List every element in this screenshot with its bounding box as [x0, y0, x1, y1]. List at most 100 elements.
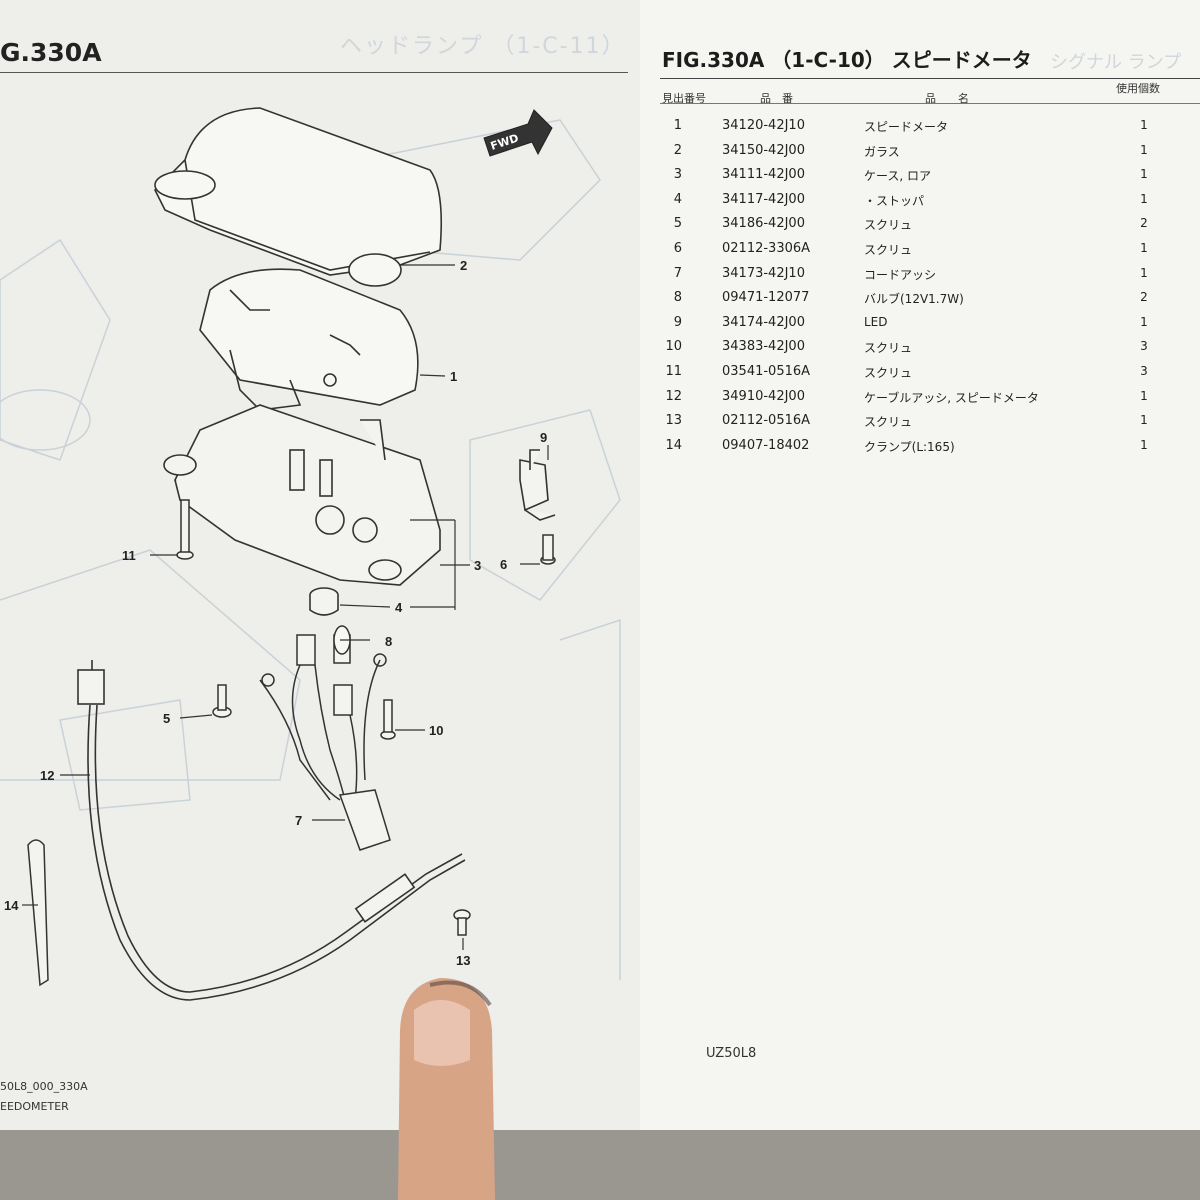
bleed-through-heading: ヘッドランプ （1-C-11） — [340, 34, 626, 59]
row-qty: 1 — [1140, 413, 1148, 427]
manual-page: ヘッドランプ （1-C-11） シグナル ランプ G.330A FIG.330A… — [0, 0, 1200, 1130]
speedometer-exploded-diagram: FWD — [0, 107, 621, 1001]
row-part-no: 09471-12077 — [722, 290, 810, 305]
part-11-screw — [176, 499, 194, 560]
parts-table-area — [640, 0, 1200, 1130]
row-part-name: ケース, ロア — [864, 169, 932, 183]
header-ref-no: 見出番号 — [662, 92, 706, 105]
row-qty: 2 — [1140, 216, 1148, 230]
row-part-name: バルブ(12V1.7W) — [864, 292, 964, 306]
callout-8: 8 — [385, 634, 392, 649]
leader-lines — [22, 264, 549, 950]
callout-6: 6 — [500, 557, 507, 572]
row-ref-no: 10 — [665, 339, 682, 354]
part-12-cable — [77, 660, 466, 1001]
row-part-no: 34186-42J00 — [722, 216, 805, 231]
row-ref-no: 7 — [673, 266, 682, 281]
callout-11: 11 — [122, 548, 136, 563]
row-qty: 1 — [1140, 192, 1148, 206]
callout-10: 10 — [429, 723, 443, 738]
row-part-name: LED — [864, 315, 888, 329]
callout-2: 2 — [460, 258, 467, 273]
row-part-no: 34117-42J00 — [722, 192, 805, 207]
model-code: UZ50L8 — [706, 1046, 757, 1061]
row-part-name: ・ストッパ — [864, 194, 925, 208]
header-rule — [660, 103, 1200, 104]
callout-9: 9 — [540, 430, 547, 445]
callout-3: 3 — [474, 558, 481, 573]
row-part-no: 34173-42J10 — [722, 266, 805, 281]
row-part-name: スクリュ — [864, 218, 913, 232]
row-ref-no: 4 — [673, 192, 682, 207]
callout-13: 13 — [456, 953, 470, 968]
part-6-screw — [540, 534, 556, 565]
callout-12: 12 — [40, 768, 54, 783]
part-14-clamp — [27, 839, 49, 987]
row-part-no: 34910-42J00 — [722, 389, 805, 404]
row-part-name: コードアッシ — [864, 268, 937, 282]
row-qty: 1 — [1140, 167, 1148, 181]
row-qty: 3 — [1140, 364, 1148, 378]
row-part-no: 02112-0516A — [722, 413, 811, 428]
row-part-no: 03541-0516A — [722, 364, 811, 379]
row-qty: 1 — [1140, 241, 1148, 255]
header-part-no: 品 番 — [760, 92, 793, 105]
row-part-no: 34383-42J00 — [722, 339, 805, 354]
figure-title-left: G.330A — [0, 38, 102, 67]
row-ref-no: 6 — [673, 241, 682, 256]
row-part-name: クランプ(L:165) — [864, 440, 955, 454]
callout-1: 1 — [450, 369, 457, 384]
callout-7: 7 — [295, 813, 302, 828]
row-part-no: 34150-42J00 — [722, 143, 805, 158]
part-13-screw — [453, 909, 471, 936]
row-part-name: スクリュ — [864, 341, 913, 355]
row-ref-no: 2 — [673, 143, 682, 158]
row-qty: 2 — [1140, 290, 1148, 304]
row-part-name: スクリュ — [864, 366, 913, 380]
row-qty: 1 — [1140, 389, 1148, 403]
bleed-through-signal: シグナル ランプ — [1050, 52, 1182, 73]
row-part-name: スピードメータ — [864, 120, 949, 134]
row-part-name: スクリュ — [864, 243, 913, 257]
row-ref-no: 3 — [673, 167, 682, 182]
header-qty: 使用個数 — [1116, 82, 1160, 95]
row-ref-no: 1 — [673, 118, 682, 133]
row-ref-no: 11 — [665, 364, 682, 379]
header-part-name: 品 名 — [925, 92, 969, 105]
drawing-code: 50L8_000_330A — [0, 1080, 88, 1093]
part-group-name: EEDOMETER — [0, 1100, 69, 1113]
row-qty: 1 — [1140, 118, 1148, 132]
row-qty: 3 — [1140, 339, 1148, 353]
row-part-no: 34174-42J00 — [722, 315, 805, 330]
row-ref-no: 8 — [673, 290, 682, 305]
part-4-stopper — [309, 587, 339, 616]
row-ref-no: 5 — [673, 216, 682, 231]
row-qty: 1 — [1140, 143, 1148, 157]
part-1-speedometer — [199, 268, 419, 411]
row-part-no: 34120-42J10 — [722, 118, 805, 133]
header-rule-left — [0, 72, 628, 73]
row-ref-no: 14 — [665, 438, 682, 453]
part-2-glass — [154, 107, 443, 287]
row-qty: 1 — [1140, 266, 1148, 280]
row-qty: 1 — [1140, 315, 1148, 329]
header-rule-right — [660, 78, 1200, 79]
row-part-name: ケーブルアッシ, スピードメータ — [864, 391, 1039, 405]
row-part-no: 34111-42J00 — [722, 167, 805, 182]
callout-14: 14 — [4, 898, 19, 913]
row-part-no: 02112-3306A — [722, 241, 811, 256]
row-part-no: 09407-18402 — [722, 438, 810, 453]
callout-4: 4 — [395, 600, 403, 615]
part-10-screw — [380, 699, 396, 740]
part-7-cord-assy — [259, 634, 391, 851]
row-qty: 1 — [1140, 438, 1148, 452]
row-part-name: ガラス — [864, 145, 900, 159]
part-5-screw — [212, 684, 232, 718]
row-part-name: スクリュ — [864, 415, 913, 429]
part-9-led — [519, 449, 556, 521]
figure-title-right: FIG.330A （1-C-10） スピードメータ — [662, 48, 1032, 72]
row-ref-no: 13 — [665, 413, 682, 428]
callout-5: 5 — [163, 711, 170, 726]
row-ref-no: 12 — [665, 389, 682, 404]
fwd-arrow-icon: FWD — [483, 109, 553, 157]
